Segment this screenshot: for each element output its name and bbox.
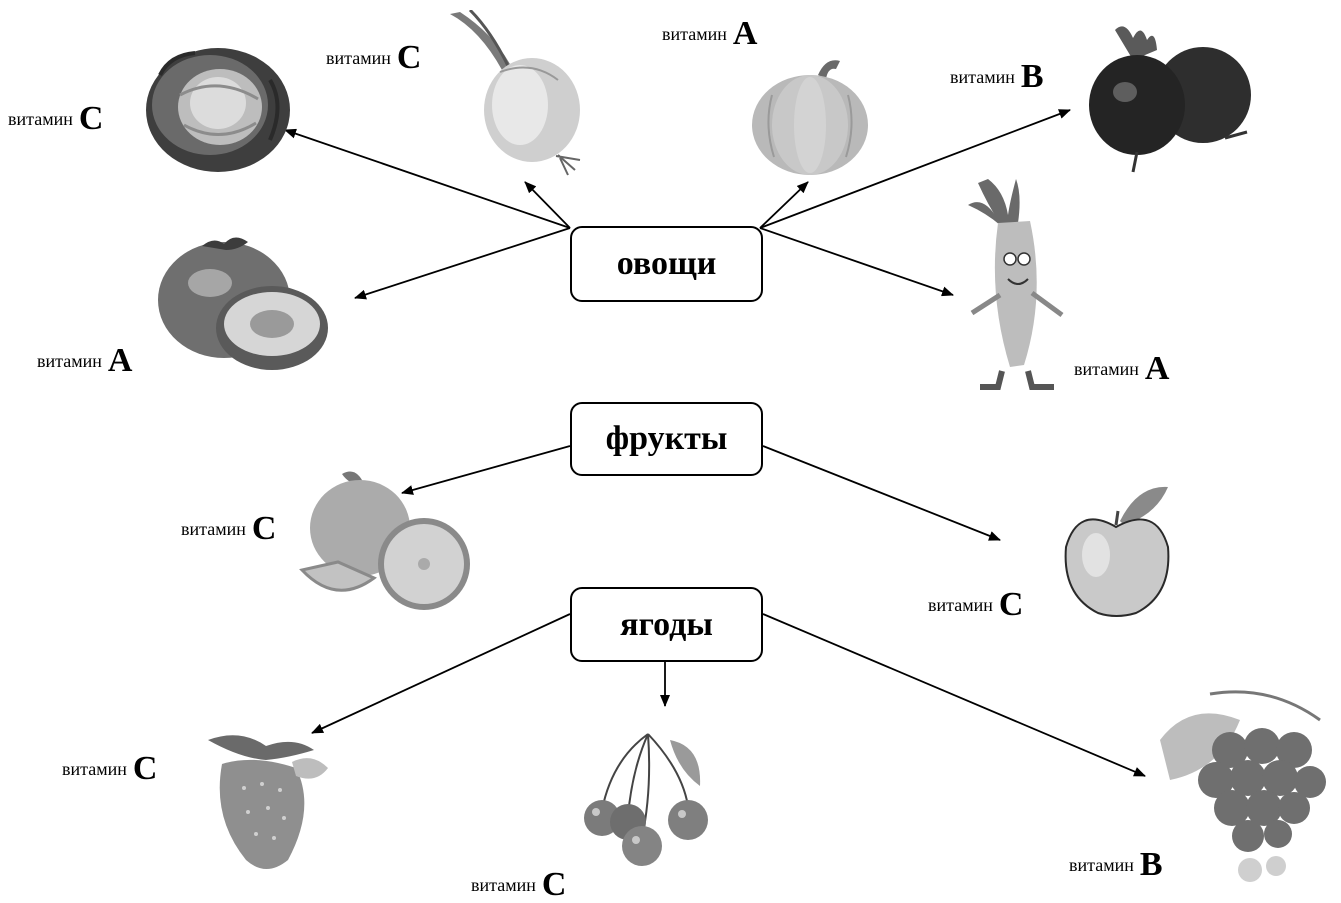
vitamin-letter: C (79, 100, 104, 137)
vitamin-label-strawberry: витамин C (62, 752, 157, 786)
vitamin-label-cherry: витамин C (471, 868, 566, 902)
vitamin-label-carrot: витамин A (1074, 352, 1169, 386)
arrow-to-carrot (760, 228, 953, 295)
vitamin-label-grapes: витамин B (1069, 848, 1163, 882)
vitamin-word: витамин (1074, 359, 1139, 379)
category-label-vegetables: овощи (617, 245, 717, 283)
category-box-fruits: фрукты (570, 402, 763, 476)
carrot-icon (958, 175, 1083, 395)
vitamin-letter: B (1140, 846, 1163, 883)
cabbage-icon (140, 35, 295, 180)
vitamin-letter: B (1021, 58, 1044, 95)
vitamin-letter: C (397, 39, 422, 76)
vitamin-word: витамин (928, 595, 993, 615)
vitamin-letter: A (108, 342, 133, 379)
vitamin-label-cabbage: витамин C (8, 102, 103, 136)
vitamin-word: витамин (62, 759, 127, 779)
category-label-fruits: фрукты (606, 420, 728, 458)
vitamin-letter: C (252, 510, 277, 547)
arrow-to-grapes (763, 614, 1145, 776)
vitamin-word: витамин (662, 24, 727, 44)
apple-icon (1058, 485, 1176, 620)
pumpkin-icon (748, 55, 873, 180)
vitamin-letter: A (733, 15, 758, 52)
category-box-berries: ягоды (570, 587, 763, 662)
vitamin-label-orange: витамин C (181, 512, 276, 546)
beet-icon (1085, 20, 1255, 180)
vitamin-word: витамин (1069, 855, 1134, 875)
tomato-icon (152, 228, 334, 378)
vitamin-word: витамин (8, 109, 73, 129)
vitamin-label-onion: витамин C (326, 41, 421, 75)
vitamin-word: витамин (950, 67, 1015, 87)
grapes-icon (1150, 680, 1340, 890)
arrow-to-pumpkin (760, 182, 808, 228)
arrow-to-apple (763, 446, 1000, 540)
vitamin-label-apple: витамин C (928, 588, 1023, 622)
category-box-vegetables: овощи (570, 226, 763, 302)
vitamin-word: витамин (181, 519, 246, 539)
vitamin-letter: C (999, 586, 1024, 623)
vitamin-label-tomato: витамин A (37, 344, 132, 378)
arrow-to-tomato (355, 228, 570, 298)
vitamin-word: витамин (37, 351, 102, 371)
cherry-icon (572, 730, 722, 880)
arrow-to-strawberry (312, 614, 570, 733)
vitamin-letter: C (542, 866, 567, 903)
vitamin-label-beet: витамин B (950, 60, 1044, 94)
vitamin-letter: C (133, 750, 158, 787)
vitamin-word: витамин (326, 48, 391, 68)
vitamin-label-pumpkin: витамин A (662, 17, 757, 51)
vitamin-word: витамин (471, 875, 536, 895)
onion-icon (440, 10, 600, 180)
orange-icon (292, 466, 470, 614)
category-label-berries: ягоды (620, 606, 713, 644)
strawberry-icon (196, 728, 341, 878)
vitamin-letter: A (1145, 350, 1170, 387)
